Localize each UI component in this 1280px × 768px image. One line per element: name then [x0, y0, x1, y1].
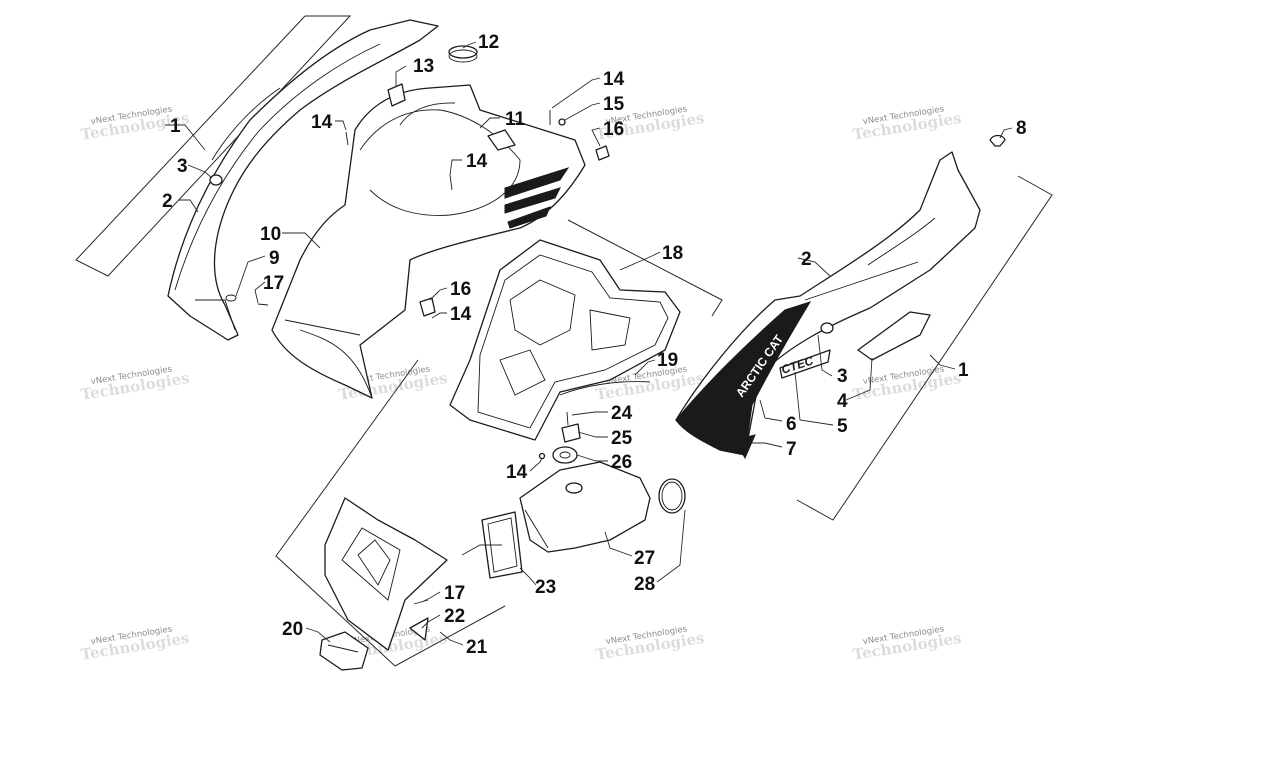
group-frames	[75, 15, 1053, 667]
watermark: Technologies vNext Technologies	[851, 104, 962, 144]
callout-5: 5	[837, 416, 848, 437]
grommet-9	[225, 294, 237, 302]
frame-left-side-panel	[75, 15, 352, 277]
watermark: Technologies vNext Technologies	[851, 624, 962, 664]
callout-16-mid: 16	[450, 279, 471, 300]
left-emblem-3	[209, 174, 223, 186]
callout-23: 23	[535, 577, 556, 598]
callout-19: 19	[657, 350, 678, 371]
callout-2-left: 2	[162, 191, 173, 212]
ctec-badge-5	[779, 349, 831, 379]
right-emblem-3	[820, 322, 834, 334]
callout-14-d: 14	[450, 304, 472, 325]
callout-labels: 1 3 2 10 9 17 13 12 14 11 14 14 15 16 16…	[162, 32, 1027, 658]
screw-24	[566, 411, 569, 426]
callout-14-b: 14	[466, 151, 488, 172]
callout-20: 20	[282, 619, 303, 640]
callout-3-right: 3	[837, 366, 848, 387]
callout-2-right: 2	[801, 249, 812, 270]
screw-14-c	[449, 174, 453, 191]
watermark: Technologies vNext Technologies	[79, 624, 190, 664]
frame-right-side-panel	[796, 175, 1053, 521]
air-intake-assembly	[481, 411, 686, 579]
callout-7: 7	[786, 439, 797, 460]
leader-lines	[165, 41, 1013, 646]
watermark: Technologies vNext Technologies	[79, 364, 190, 404]
clip-16-top	[595, 145, 610, 161]
cap-12	[448, 45, 478, 59]
callout-27: 27	[634, 548, 655, 569]
callout-26: 26	[611, 452, 632, 473]
callout-13: 13	[413, 56, 434, 77]
bracket-20	[319, 631, 369, 671]
callout-9: 9	[269, 248, 280, 269]
callout-1-right: 1	[958, 360, 969, 381]
callout-6: 6	[786, 414, 797, 435]
callout-15: 15	[603, 94, 625, 115]
callout-14-c: 14	[603, 69, 625, 90]
air-box-18	[449, 239, 681, 441]
callout-8: 8	[1016, 118, 1027, 139]
callout-4: 4	[837, 391, 848, 412]
lens-4	[857, 311, 931, 361]
clamp-28	[658, 478, 686, 514]
watermark: Technologies vNext Technologies	[851, 364, 962, 404]
callout-17-upper: 17	[263, 273, 284, 294]
clip-25	[561, 423, 581, 443]
vent-13	[387, 83, 406, 107]
decal-6	[675, 301, 812, 456]
callout-22: 22	[444, 606, 465, 627]
lower-nose-21	[319, 497, 448, 671]
watermark: Technologies vNext Technologies	[594, 624, 705, 664]
callout-3-left: 3	[177, 156, 188, 177]
callout-24: 24	[611, 403, 633, 424]
screw-14-a	[345, 131, 349, 146]
callout-12: 12	[478, 32, 499, 53]
hood-nose-pan	[271, 45, 610, 399]
callout-14-e: 14	[506, 462, 528, 483]
callout-21: 21	[466, 637, 488, 658]
callout-28: 28	[634, 574, 655, 595]
callout-10: 10	[260, 224, 281, 245]
screw-17-left	[257, 303, 269, 306]
callout-1-left: 1	[170, 116, 181, 137]
callout-14-a: 14	[311, 112, 333, 133]
duct-27	[519, 461, 651, 553]
decal-7	[734, 434, 756, 460]
callout-16-top: 16	[603, 119, 624, 140]
callout-18: 18	[662, 243, 683, 264]
ctec-badge-text: CTEC	[780, 353, 816, 377]
reflector-22	[409, 617, 429, 641]
callout-17-lower: 17	[444, 583, 465, 604]
rivet-15	[558, 118, 566, 126]
bracket-11	[487, 129, 516, 151]
clip-16-mid	[419, 297, 436, 317]
frame-air-box	[567, 219, 723, 317]
grommet-26	[552, 446, 578, 464]
left-side-panel	[167, 19, 439, 341]
callout-11: 11	[505, 109, 526, 130]
frame-lower-duct	[275, 359, 506, 667]
fastener-8	[989, 134, 1006, 147]
callout-25: 25	[611, 428, 633, 449]
screw-17-lower	[413, 599, 429, 605]
screw-14-d	[538, 452, 546, 460]
